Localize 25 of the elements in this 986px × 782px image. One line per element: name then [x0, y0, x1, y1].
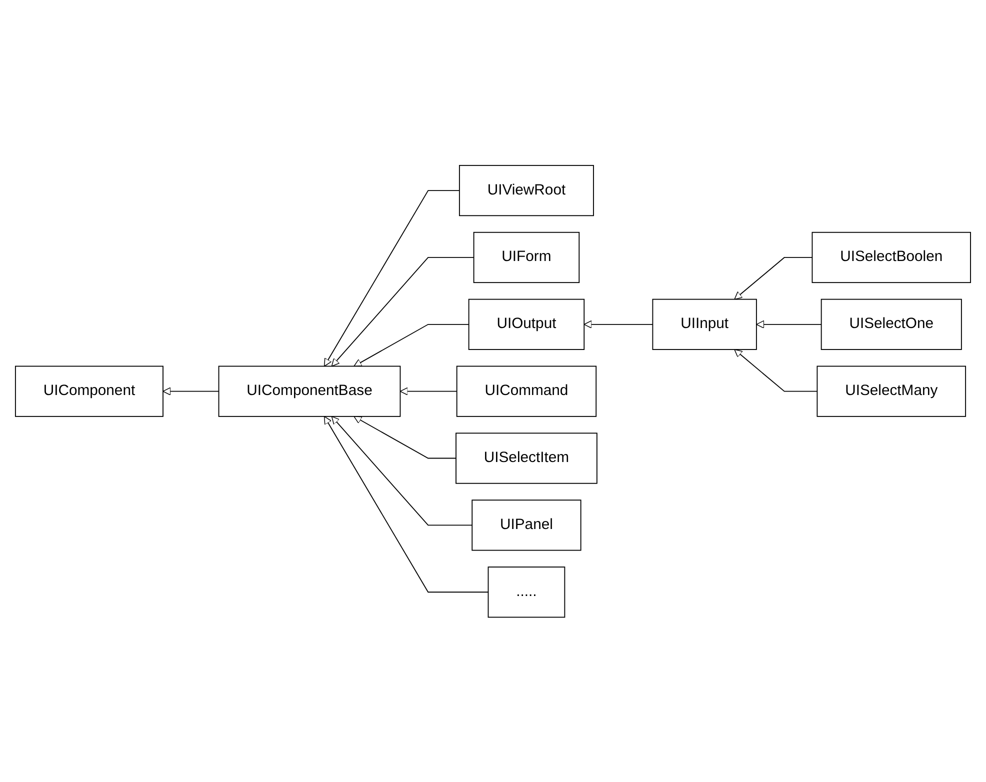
arrow: [756, 320, 822, 328]
node-box: UIComponentBase: [218, 365, 401, 417]
arrow: [584, 320, 654, 328]
node-box: UISelectMany: [816, 365, 966, 417]
node-box: UIViewRoot: [458, 164, 594, 216]
arrow: [162, 386, 220, 396]
node-box: UICommand: [456, 365, 597, 417]
node-box: .....: [488, 566, 566, 618]
node-box: UIForm: [473, 232, 580, 283]
node-box: UIPanel: [472, 499, 582, 550]
arrow: [331, 416, 473, 526]
arrow: [400, 386, 458, 396]
node-box: UIInput: [652, 298, 757, 350]
arrow: [734, 348, 818, 392]
arrow: [324, 416, 489, 592]
arrow: [331, 256, 474, 366]
arrow: [354, 416, 456, 458]
arrow: [324, 190, 460, 366]
node-box: UISelectOne: [820, 298, 962, 350]
node-box: UISelectBoolen: [812, 232, 971, 283]
node-box: UIOutput: [468, 298, 585, 350]
node-box: UIComponent: [14, 365, 164, 417]
arrow: [734, 256, 813, 300]
node-box: UISelectItem: [456, 432, 598, 484]
arrow: [354, 324, 470, 366]
